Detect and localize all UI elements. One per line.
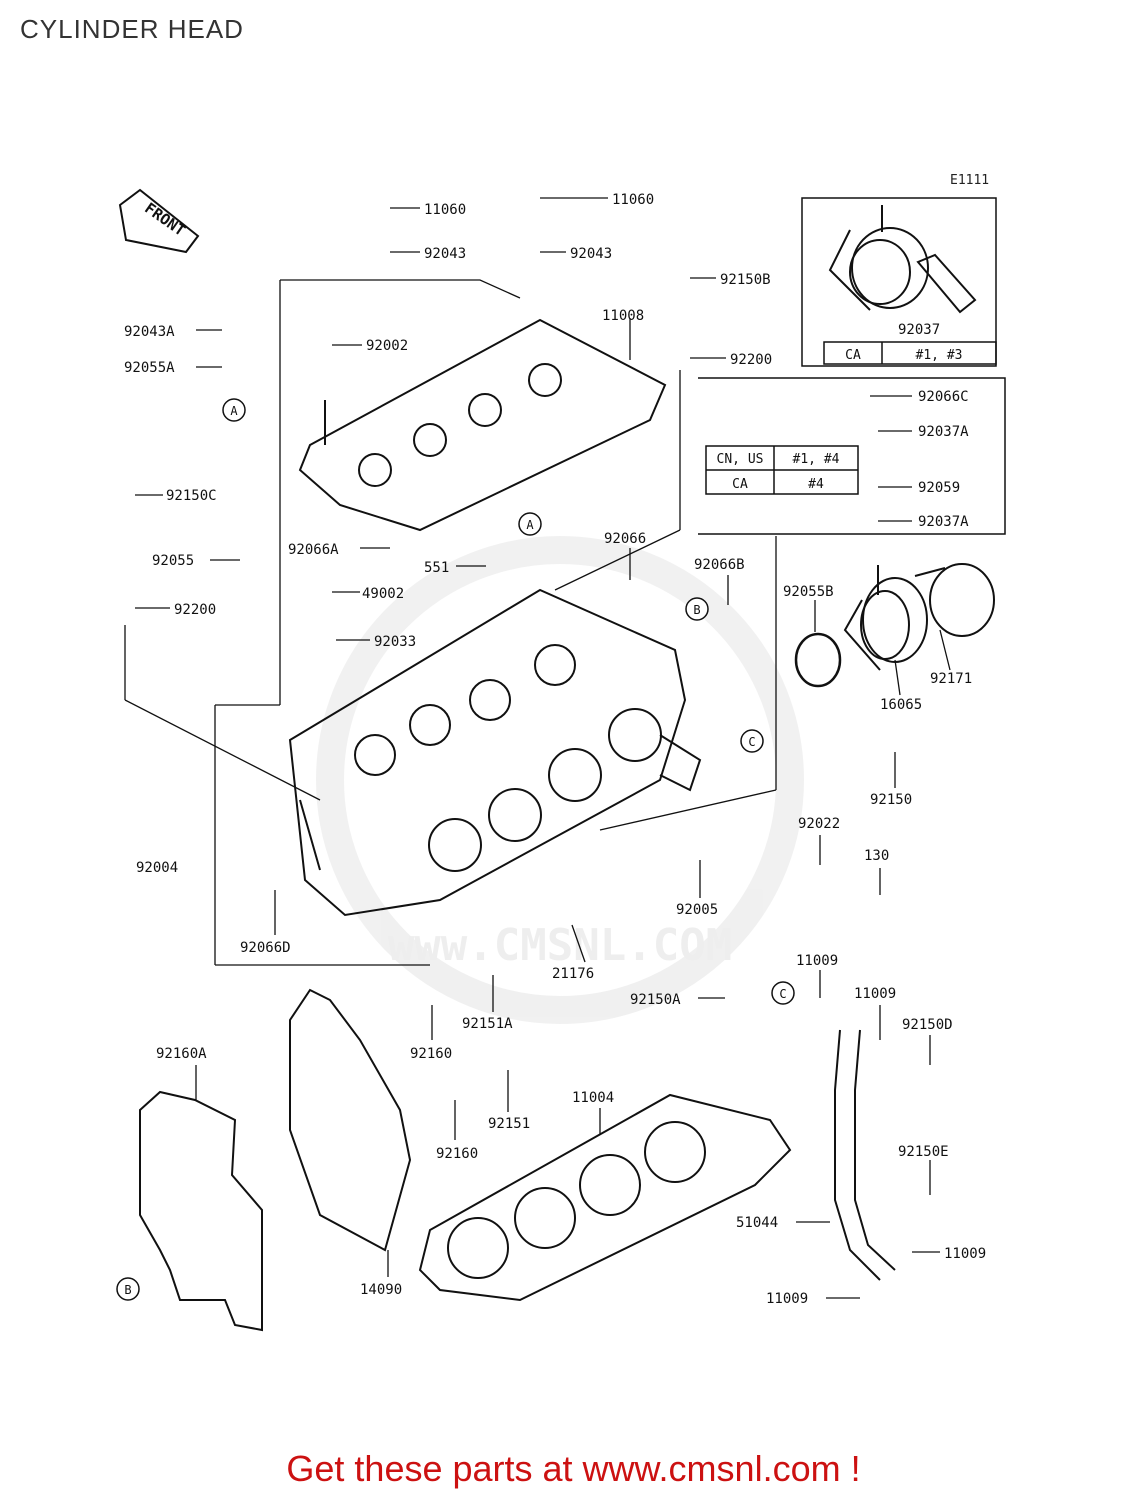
head-gasket-part [418, 1093, 792, 1302]
part-label: 92151A [462, 1016, 513, 1032]
clamp-part [914, 563, 995, 637]
hose-part [834, 1029, 896, 1281]
part-label: 11009 [854, 986, 896, 1002]
part-label: 92066B [694, 557, 745, 573]
part-label: 92043A [124, 324, 175, 340]
part-label: 92160 [436, 1146, 478, 1162]
part-label: 92055A [124, 360, 175, 376]
part-label: 92037A [918, 424, 969, 440]
part-label: 92059 [918, 480, 960, 496]
part-label: 92150E [898, 1144, 949, 1160]
marker-label: C [748, 735, 755, 749]
part-label: 92055B [783, 584, 834, 600]
part-label: 92150 [870, 792, 912, 808]
cmsnl-parts-link[interactable]: Get these parts at www.cmsnl.com ! [286, 1448, 861, 1489]
part-label: 92005 [676, 902, 718, 918]
intake-holder-lower-part [843, 565, 928, 671]
part-label: 92066A [288, 542, 339, 558]
part-label: 92200 [174, 602, 216, 618]
part-label: 92171 [930, 671, 972, 687]
marker-label: C [779, 987, 786, 1001]
part-label: 551 [424, 560, 449, 576]
part-label: 92151 [488, 1116, 530, 1132]
inset2-r2-cyl: #4 [808, 477, 824, 492]
part-label: 11009 [944, 1246, 986, 1262]
inset1-cell-cyl: #1, #3 [916, 348, 963, 363]
inset1-cell-model: CA [845, 348, 861, 363]
inset-box-top-right: CA #1, #3 [801, 197, 997, 367]
part-label: 92160 [410, 1046, 452, 1062]
part-label: 11004 [572, 1090, 614, 1106]
part-label: 92055 [152, 553, 194, 569]
cmsnl-watermark: www.CMSNL.COM [316, 536, 804, 1024]
page-title: CYLINDER HEAD [20, 14, 244, 44]
part-label: 92037 [898, 322, 940, 338]
inset2-r1-model: CN, US [717, 452, 764, 467]
inset2-r2-model: CA [732, 477, 748, 492]
marker-label: B [124, 1283, 131, 1297]
part-label: 11060 [424, 202, 466, 218]
part-label: 92043 [424, 246, 466, 262]
part-label: 11060 [612, 192, 654, 208]
part-label: 21176 [552, 966, 594, 982]
figure-code: E1111 [950, 173, 989, 188]
part-label: 92160A [156, 1046, 207, 1062]
part-label: 92002 [366, 338, 408, 354]
cylinder-head-part [288, 588, 702, 917]
front-arrow-icon: FRONT [118, 188, 200, 254]
part-label: 92066D [240, 940, 291, 956]
part-labels: 11060 11060 92043 92043 92150B 11008 920… [124, 192, 986, 1307]
part-label: 92150C [166, 488, 217, 504]
marker-label: A [526, 518, 534, 532]
part-label: 92150B [720, 272, 771, 288]
part-label: 49002 [362, 586, 404, 602]
part-label: 11008 [602, 308, 644, 324]
cover-92160A-part [139, 1090, 263, 1332]
part-label: 92066 [604, 531, 646, 547]
inset2-r1-cyl: #1, #4 [793, 452, 840, 467]
callout-markers: A A B B C C [116, 398, 795, 1301]
part-label: 11009 [796, 953, 838, 969]
part-label: 16065 [880, 697, 922, 713]
part-label: 92150D [902, 1017, 953, 1033]
inset-box-middle-right: CN, US #1, #4 CA #4 [698, 377, 1006, 535]
part-label: 92066C [918, 389, 969, 405]
part-label: 11009 [766, 1291, 808, 1307]
part-label: 51044 [736, 1215, 778, 1231]
marker-label: A [230, 404, 238, 418]
part-label: 92022 [798, 816, 840, 832]
part-label: 92033 [374, 634, 416, 650]
part-label: 92150A [630, 992, 681, 1008]
part-label: 92200 [730, 352, 772, 368]
o-ring-part [794, 632, 842, 688]
camshaft-holder-part [298, 318, 667, 532]
leader-lines [124, 197, 951, 1299]
chain-guide-14090-part [289, 988, 412, 1252]
part-label: 92004 [136, 860, 178, 876]
intake-holder-part [828, 205, 977, 314]
watermark-text: www.CMSNL.COM [388, 920, 732, 971]
part-label: 14090 [360, 1282, 402, 1298]
part-label: 92043 [570, 246, 612, 262]
front-label: FRONT [141, 199, 188, 240]
part-label: 92037A [918, 514, 969, 530]
part-label: 130 [864, 848, 889, 864]
marker-label: B [693, 603, 700, 617]
